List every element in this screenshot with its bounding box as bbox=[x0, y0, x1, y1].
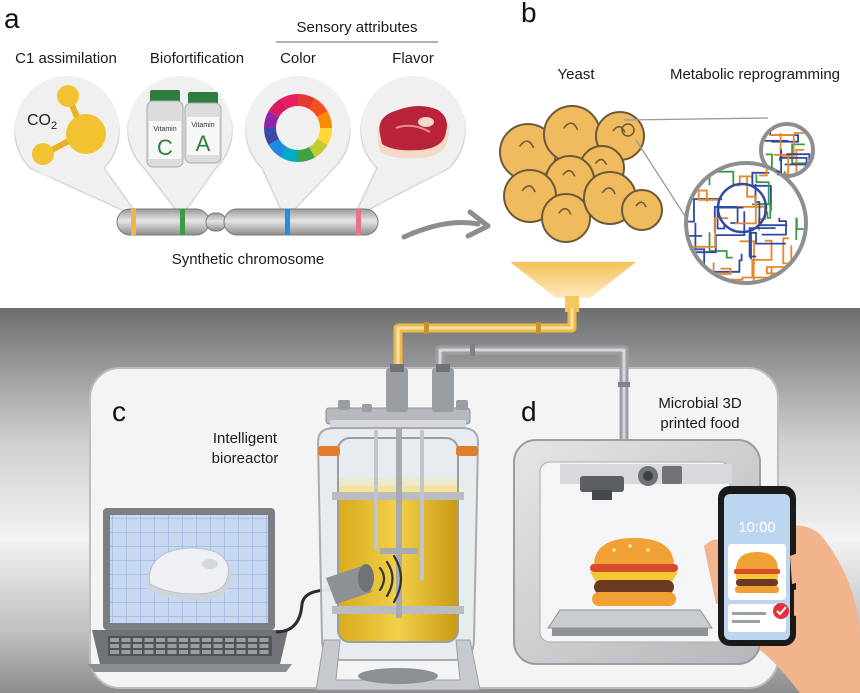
vitamin-a-letter: A bbox=[196, 131, 211, 156]
co2-label: CO bbox=[27, 112, 51, 129]
panel-label-a: a bbox=[4, 3, 20, 34]
chromosome-band-yellow bbox=[131, 209, 136, 235]
wireless-signal-icon bbox=[378, 554, 403, 604]
bioreactor-label-line2: bioreactor bbox=[212, 450, 279, 467]
bioreactor-icon bbox=[315, 364, 481, 691]
yeast-cluster-icon bbox=[499, 105, 663, 243]
sensor-probe-icon bbox=[326, 564, 374, 604]
color-wheel-segment bbox=[268, 139, 287, 158]
color-wheel-segment bbox=[317, 128, 332, 145]
sensory-attributes-heading: Sensory attributes bbox=[297, 19, 418, 36]
color-wheel-segment bbox=[264, 128, 279, 145]
carbon-atom-icon bbox=[66, 114, 106, 154]
vitamin-bubble: Vitamin C Vitamin A bbox=[127, 76, 233, 211]
vitamin-c-word: Vitamin bbox=[153, 126, 176, 133]
steak-icon bbox=[377, 106, 449, 159]
oxygen-atom-icon bbox=[32, 143, 54, 165]
feed-pipes bbox=[393, 308, 630, 440]
zoom-line-top bbox=[623, 117, 769, 121]
vitamin-a-word: Vitamin bbox=[191, 122, 214, 129]
burger-icon bbox=[590, 538, 678, 606]
flavor-bubble bbox=[354, 76, 466, 213]
color-wheel-segment bbox=[298, 94, 315, 109]
c1-assimilation-heading: C1 assimilation bbox=[15, 50, 117, 67]
metabolic-network-icon bbox=[684, 122, 815, 285]
color-wheel-segment bbox=[264, 111, 279, 128]
synthetic-chromosome-label: Synthetic chromosome bbox=[172, 251, 325, 268]
laptop-icon bbox=[88, 508, 292, 672]
printed-food-label-line2: printed food bbox=[660, 415, 739, 432]
synthetic-chromosome-icon bbox=[116, 208, 379, 236]
color-wheel-segment bbox=[309, 98, 328, 117]
color-wheel-segment bbox=[298, 147, 315, 162]
vitamin-a-bottle-icon: Vitamin A bbox=[184, 92, 222, 164]
co2-subscript: 2 bbox=[51, 120, 57, 132]
vitamin-c-bottle-icon: Vitamin C bbox=[146, 90, 184, 168]
color-heading: Color bbox=[280, 50, 316, 67]
chromosome-band-blue bbox=[285, 209, 290, 235]
flavor-heading: Flavor bbox=[392, 50, 434, 67]
panel-label-b: b bbox=[521, 0, 537, 28]
color-wheel-segment bbox=[309, 139, 328, 158]
sensor-cable bbox=[275, 588, 331, 634]
svg-text:CO2: CO2 bbox=[27, 112, 57, 132]
color-wheel-segment bbox=[317, 111, 332, 128]
panel-label-d: d bbox=[521, 396, 537, 427]
phone-clock: 10:00 bbox=[738, 519, 776, 536]
yeast-cell-icon bbox=[621, 189, 663, 231]
color-wheel-icon bbox=[264, 94, 332, 163]
chromosome-band-pink bbox=[356, 209, 361, 235]
metabolic-reprogramming-label: Metabolic reprogramming bbox=[670, 66, 840, 83]
chromosome-band-green bbox=[180, 209, 185, 235]
panel-label-c: c bbox=[112, 396, 126, 427]
color-wheel-segment bbox=[281, 147, 298, 163]
funnel-icon bbox=[510, 262, 636, 312]
printed-food-label-line1: Microbial 3D bbox=[658, 395, 742, 412]
vitamin-c-letter: C bbox=[157, 135, 173, 160]
oxygen-atom-icon bbox=[57, 85, 79, 107]
color-bubble bbox=[245, 76, 351, 213]
yeast-cell-icon bbox=[541, 193, 591, 243]
hand-holding-phone-icon: 10:00 bbox=[704, 486, 860, 693]
color-wheel-segment bbox=[281, 94, 298, 109]
yeast-label: Yeast bbox=[558, 66, 596, 83]
color-wheel-segment bbox=[268, 98, 287, 117]
co2-bubble: CO2 bbox=[14, 76, 136, 211]
arrow-to-yeast-icon bbox=[401, 209, 491, 240]
bioreactor-label-line1: Intelligent bbox=[213, 430, 278, 447]
biofortification-heading: Biofortification bbox=[150, 50, 244, 67]
checkmark-icon bbox=[773, 603, 789, 619]
